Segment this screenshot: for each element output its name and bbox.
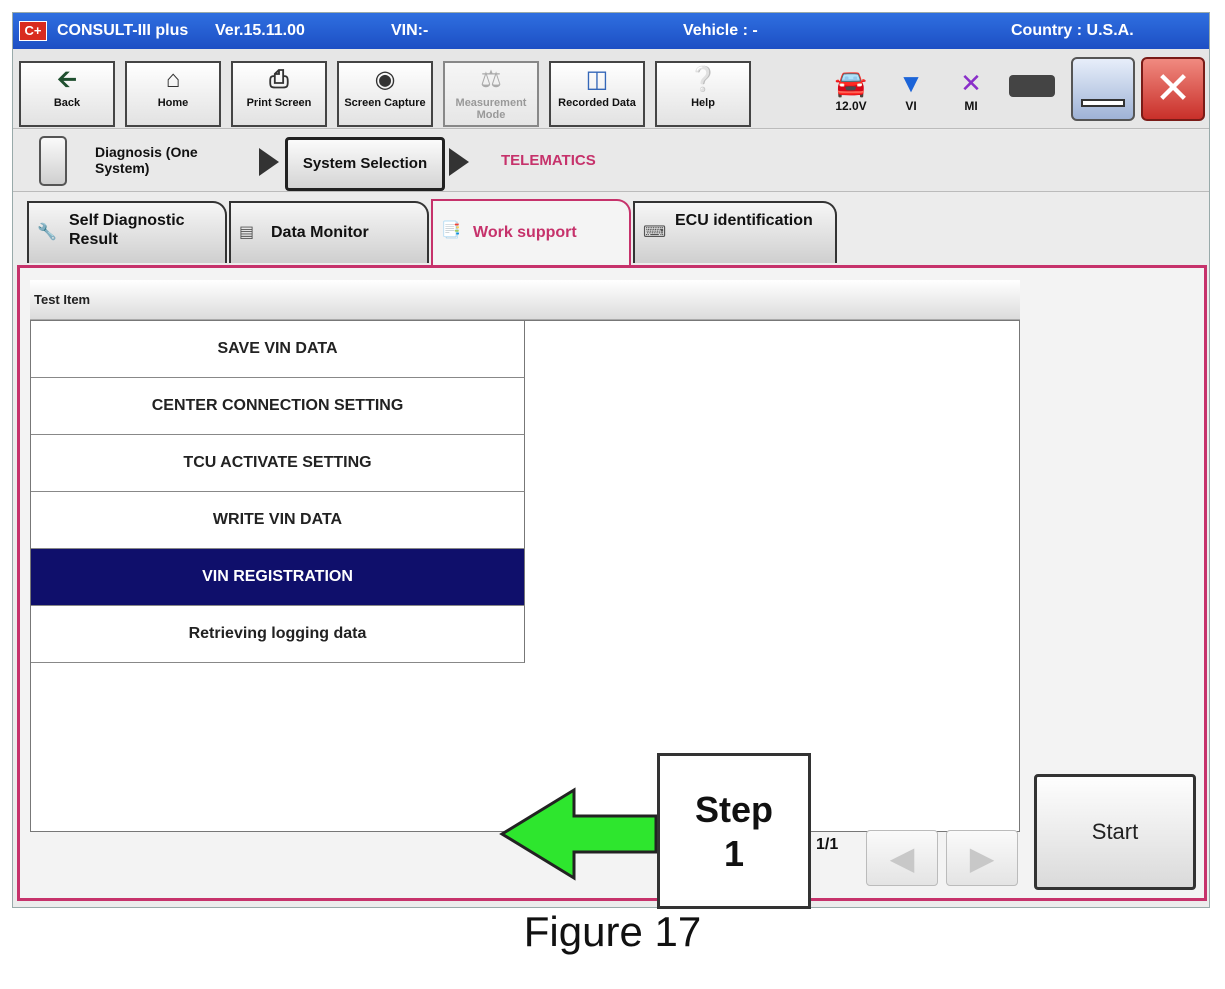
- work-support-panel: Test Item SAVE VIN DATA CENTER CONNECTIO…: [17, 265, 1207, 909]
- step-callout: Step 1: [657, 753, 811, 909]
- figure-caption: Figure 17: [523, 908, 702, 955]
- minimize-button[interactable]: [1071, 57, 1135, 121]
- diagnosis-device-icon: [39, 136, 67, 186]
- wrench-icon: 🔧: [37, 224, 57, 241]
- measurement-mode-button[interactable]: ⚖ Measurement Mode: [443, 61, 539, 127]
- signal-icon: ▼: [898, 68, 924, 98]
- list-item-write-vin-data[interactable]: WRITE VIN DATA: [31, 492, 525, 549]
- consult-logo-icon: C+: [19, 21, 47, 41]
- consult-window: C+ CONSULT-III plus Ver.15.11.00 VIN:- V…: [12, 12, 1210, 909]
- vi-status: ▼ VI: [883, 67, 939, 113]
- monitor-icon: ▤: [239, 224, 255, 241]
- close-button[interactable]: ✕: [1141, 57, 1205, 121]
- triangle-left-icon: ◀: [889, 840, 915, 876]
- vin-label: VIN:-: [391, 22, 429, 39]
- tab-self-diagnostic-result[interactable]: 🔧 Self Diagnostic Result: [27, 201, 227, 263]
- breadcrumb-arrow-icon: [449, 148, 469, 176]
- vehicle-label: Vehicle : -: [683, 22, 758, 39]
- breadcrumb: Diagnosis (One System) System Selection …: [13, 130, 1209, 192]
- disconnected-x-icon: ✕: [960, 68, 982, 98]
- printer-icon: ⎙: [269, 66, 289, 93]
- list-item-save-vin-data[interactable]: SAVE VIN DATA: [31, 321, 525, 378]
- work-support-icon: 📑: [441, 222, 461, 239]
- battery-icon: [1009, 75, 1055, 97]
- print-screen-button[interactable]: ⎙ Print Screen: [231, 61, 327, 127]
- back-button[interactable]: 🡨 Back: [19, 61, 115, 127]
- toolbar: 🡨 Back ⌂ Home ⎙ Print Screen ◉ Screen Ca…: [13, 49, 1209, 129]
- test-item-header: Test Item: [30, 280, 1020, 320]
- mi-status: ✕ MI: [943, 67, 999, 113]
- triangle-right-icon: ▶: [969, 840, 995, 876]
- measurement-icon: ⚖: [480, 66, 502, 93]
- step-callout-label: Step: [694, 789, 773, 830]
- country-label: Country : U.S.A.: [1011, 22, 1134, 39]
- list-item-tcu-activate-setting[interactable]: TCU ACTIVATE SETTING: [31, 435, 525, 492]
- start-button[interactable]: Start: [1034, 774, 1196, 890]
- home-button[interactable]: ⌂ Home: [125, 61, 221, 127]
- app-version: Ver.15.11.00: [215, 22, 305, 39]
- ecu-icon: ⌨: [643, 224, 667, 241]
- minimize-icon: [1081, 99, 1125, 107]
- breadcrumb-current-system: TELEMATICS: [501, 152, 596, 169]
- battery-voltage-status: 🚘 12.0V: [823, 67, 879, 113]
- tab-work-support[interactable]: 📑 Work support: [431, 199, 631, 265]
- help-icon: ❔: [688, 66, 718, 93]
- car-icon: 🚘: [834, 68, 868, 98]
- tab-ecu-identification[interactable]: ⌨ ECU identification: [633, 201, 837, 263]
- recorded-data-button[interactable]: ◫ Recorded Data: [549, 61, 645, 127]
- next-page-button[interactable]: ▶: [946, 830, 1018, 886]
- page-indicator: 1/1: [816, 836, 839, 853]
- app-name: CONSULT-III plus: [57, 22, 189, 39]
- previous-page-button[interactable]: ◀: [866, 830, 938, 886]
- screen-capture-button[interactable]: ◉ Screen Capture: [337, 61, 433, 127]
- help-button[interactable]: ❔ Help: [655, 61, 751, 127]
- list-item-retrieving-logging-data[interactable]: Retrieving logging data: [31, 606, 525, 663]
- list-item-center-connection-setting[interactable]: CENTER CONNECTION SETTING: [31, 378, 525, 435]
- system-selection-button[interactable]: System Selection: [285, 137, 445, 191]
- breadcrumb-diagnosis[interactable]: Diagnosis (One System): [95, 144, 198, 176]
- camera-icon: ◉: [374, 66, 396, 93]
- list-item-vin-registration[interactable]: VIN REGISTRATION: [31, 549, 525, 606]
- breadcrumb-arrow-icon: [259, 148, 279, 176]
- step-callout-number: 1: [723, 833, 745, 874]
- test-item-list[interactable]: SAVE VIN DATA CENTER CONNECTION SETTING …: [30, 320, 1020, 832]
- recorded-data-icon: ◫: [585, 66, 609, 93]
- title-bar: C+ CONSULT-III plus Ver.15.11.00 VIN:- V…: [13, 13, 1209, 49]
- home-icon: ⌂: [165, 66, 181, 93]
- back-arrow-icon: 🡨: [57, 66, 77, 93]
- tab-data-monitor[interactable]: ▤ Data Monitor: [229, 201, 429, 263]
- close-icon: ✕: [1154, 64, 1192, 113]
- green-arrow-icon: [499, 787, 658, 881]
